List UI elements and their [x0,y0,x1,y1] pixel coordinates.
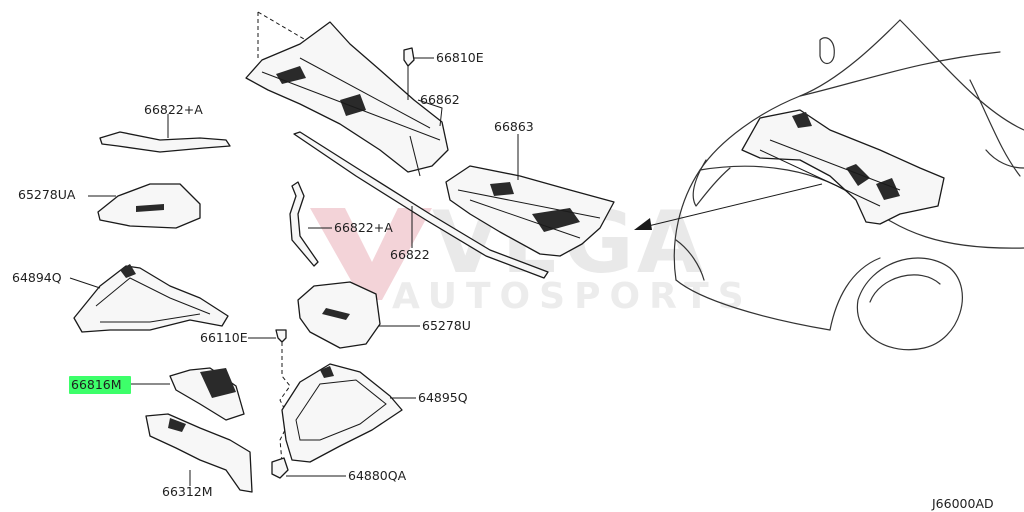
diagram-code: J66000AD [931,496,994,511]
part-label-66822A-top[interactable]: 66822+A [144,102,203,117]
part-labels: 66810E 66862 66822+A 66863 65278UA 66822… [12,50,534,499]
part-66862-drawing [245,11,449,177]
part-label-66816M[interactable]: 66816M [71,377,122,392]
part-label-64894Q[interactable]: 64894Q [12,270,62,285]
part-66312M-drawing [145,413,253,493]
watermark-logo-mark [310,208,432,300]
part-65278U-drawing [297,281,381,349]
highlight-66816M [69,376,131,394]
part-label-65278U[interactable]: 65278U [422,318,471,333]
part-66822-drawing [293,131,549,279]
part-65278UA-drawing [97,183,201,229]
part-label-66862[interactable]: 66862 [420,92,460,107]
watermark-subtitle: AUTOSPORTS [392,276,753,317]
part-66822A-top-drawing [99,131,231,153]
part-label-66822A-mid[interactable]: 66822+A [334,220,393,235]
part-64895Q-drawing [281,363,403,463]
leader-lines [69,57,519,486]
part-label-66312M[interactable]: 66312M [162,484,213,499]
part-label-66863[interactable]: 66863 [494,119,534,134]
part-label-66110E[interactable]: 66110E [200,330,248,345]
car-illustration [634,19,1024,351]
part-64880QA-drawing [271,457,289,479]
part-66816M-drawing [169,367,245,421]
part-label-64880QA[interactable]: 64880QA [348,468,407,483]
pointer-arrowhead [634,218,652,230]
part-64894Q-drawing [73,264,229,333]
part-66822A-mid-drawing [289,181,319,267]
part-label-65278UA[interactable]: 65278UA [18,187,76,202]
part-66863-drawing [445,165,615,257]
part-66110E-drawing [275,329,291,463]
part-label-66822[interactable]: 66822 [390,247,430,262]
part-label-64895Q[interactable]: 64895Q [418,390,468,405]
part-label-66810E[interactable]: 66810E [436,50,484,65]
